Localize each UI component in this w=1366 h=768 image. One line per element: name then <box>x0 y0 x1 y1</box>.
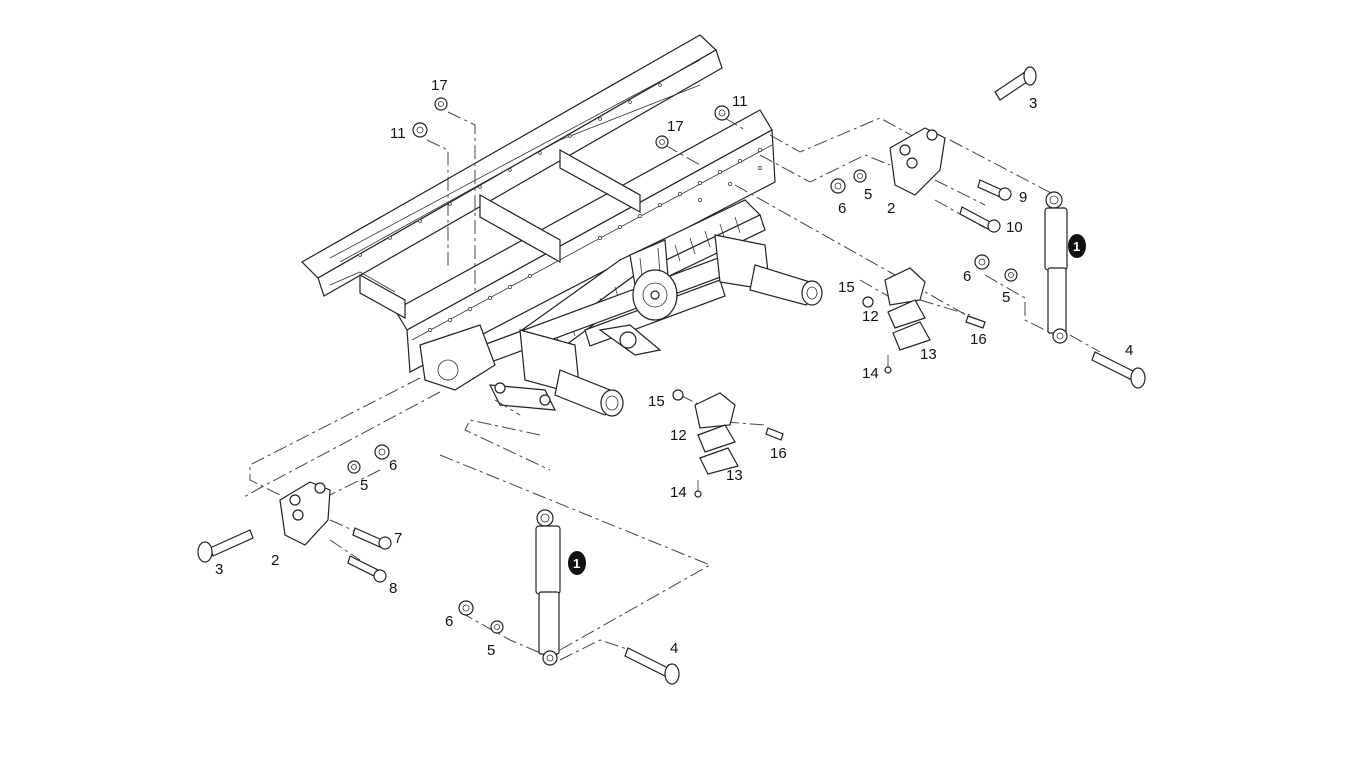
chassis-frame <box>301 34 776 373</box>
callout-1-left: 1 <box>573 556 580 571</box>
callout-17-mid: 17 <box>667 118 684 135</box>
right-shock-absorber <box>1044 191 1146 389</box>
callout-5-left-bottom: 5 <box>487 642 495 659</box>
callout-8: 8 <box>389 580 397 597</box>
callouts: 17 11 11 17 3 6 5 2 9 10 6 5 15 12 16 13… <box>215 77 1133 659</box>
left-bracket-assembly <box>197 444 392 583</box>
left-shock-absorber <box>458 509 680 685</box>
callout-3-right: 3 <box>1029 95 1037 112</box>
callout-14-left: 14 <box>670 484 687 501</box>
right-bracket-assembly <box>830 66 1037 282</box>
callout-1-right-badge: 1 <box>1068 234 1086 258</box>
callout-6-left-bottom: 6 <box>445 613 453 630</box>
bump-stop-right <box>862 267 986 374</box>
axles <box>419 234 823 417</box>
callout-5-left-top: 5 <box>360 477 368 494</box>
callout-1-left-badge: 1 <box>568 551 586 575</box>
callout-3-left: 3 <box>215 561 223 578</box>
callout-1-right: 1 <box>1073 239 1080 254</box>
callout-17-top: 17 <box>431 77 448 94</box>
callout-5-right-mid: 5 <box>1002 289 1010 306</box>
callout-10: 10 <box>1006 219 1023 236</box>
callout-11-right: 11 <box>732 93 748 110</box>
callout-6-right-top: 6 <box>838 200 846 217</box>
callout-6-right-mid: 6 <box>963 268 971 285</box>
callout-13-right: 13 <box>920 346 937 363</box>
callout-15-left: 15 <box>648 393 665 410</box>
callout-6-left-top: 6 <box>389 457 397 474</box>
callout-16-right: 16 <box>970 331 987 348</box>
callout-14-right: 14 <box>862 365 879 382</box>
callout-7: 7 <box>394 530 402 547</box>
frame-fasteners <box>412 97 730 149</box>
leader-lines <box>243 111 1101 661</box>
callout-15-right: 15 <box>838 279 855 296</box>
callout-11-left: 11 <box>390 125 406 142</box>
callout-16-left: 16 <box>770 445 787 462</box>
callout-12-left: 12 <box>670 427 687 444</box>
callout-2-left: 2 <box>271 552 279 569</box>
callout-2-right: 2 <box>887 200 895 217</box>
callout-13-left: 13 <box>726 467 743 484</box>
callout-5-right-top: 5 <box>864 186 872 203</box>
callout-9: 9 <box>1019 189 1027 206</box>
callout-4-left: 4 <box>670 640 678 657</box>
callout-4-right: 4 <box>1125 342 1133 359</box>
callout-12-right: 12 <box>862 308 879 325</box>
bump-stop-left <box>672 389 784 498</box>
